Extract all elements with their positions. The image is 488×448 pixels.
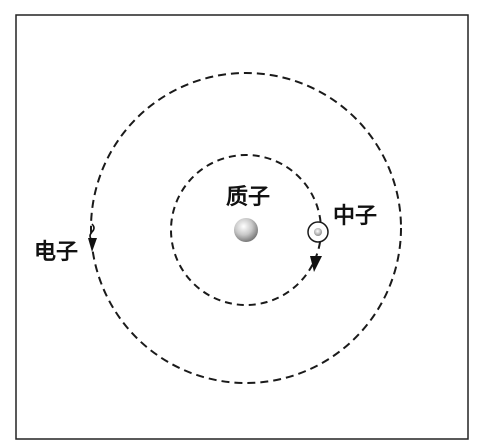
- neutron-core: [314, 228, 322, 236]
- outer-orbit-arrow-icon: [88, 238, 97, 252]
- electron-mark: [89, 223, 95, 241]
- proton-label: 质子: [226, 185, 270, 210]
- electron-label: 电子: [34, 240, 78, 265]
- inner-orbit-arrow-icon: [310, 256, 322, 272]
- outer-orbit: [90, 72, 402, 384]
- diagram-frame: [15, 14, 469, 440]
- neutron-label: 中子: [333, 204, 377, 229]
- proton-ball: [234, 218, 258, 242]
